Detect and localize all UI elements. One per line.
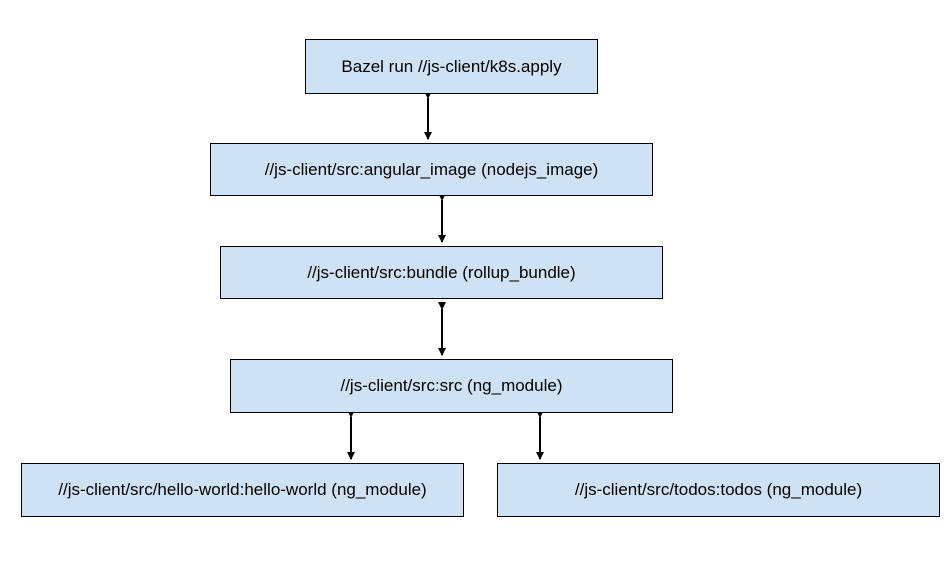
node-todos: //js-client/src/todos:todos (ng_module) xyxy=(497,463,940,517)
node-hello-world: //js-client/src/hello-world:hello-world … xyxy=(21,463,464,517)
node-src-label: //js-client/src:src (ng_module) xyxy=(340,376,563,395)
node-src: //js-client/src:src (ng_module) xyxy=(230,359,673,413)
node-bundle-label: //js-client/src:bundle (rollup_bundle) xyxy=(307,262,576,282)
node-k8s-apply-label: Bazel run //js-client/k8s.apply xyxy=(341,56,562,76)
node-angular-image-label: //js-client/src:angular_image (nodejs_im… xyxy=(264,159,599,179)
node-todos-label: //js-client/src/todos:todos (ng_module) xyxy=(574,480,863,499)
node-angular-image: //js-client/src:angular_image (nodejs_im… xyxy=(210,143,653,196)
node-bundle: //js-client/src:bundle (rollup_bundle) xyxy=(220,246,663,299)
node-hello-world-label: //js-client/src/hello-world:hello-world … xyxy=(58,480,427,499)
node-k8s-apply: Bazel run //js-client/k8s.apply xyxy=(305,39,598,94)
